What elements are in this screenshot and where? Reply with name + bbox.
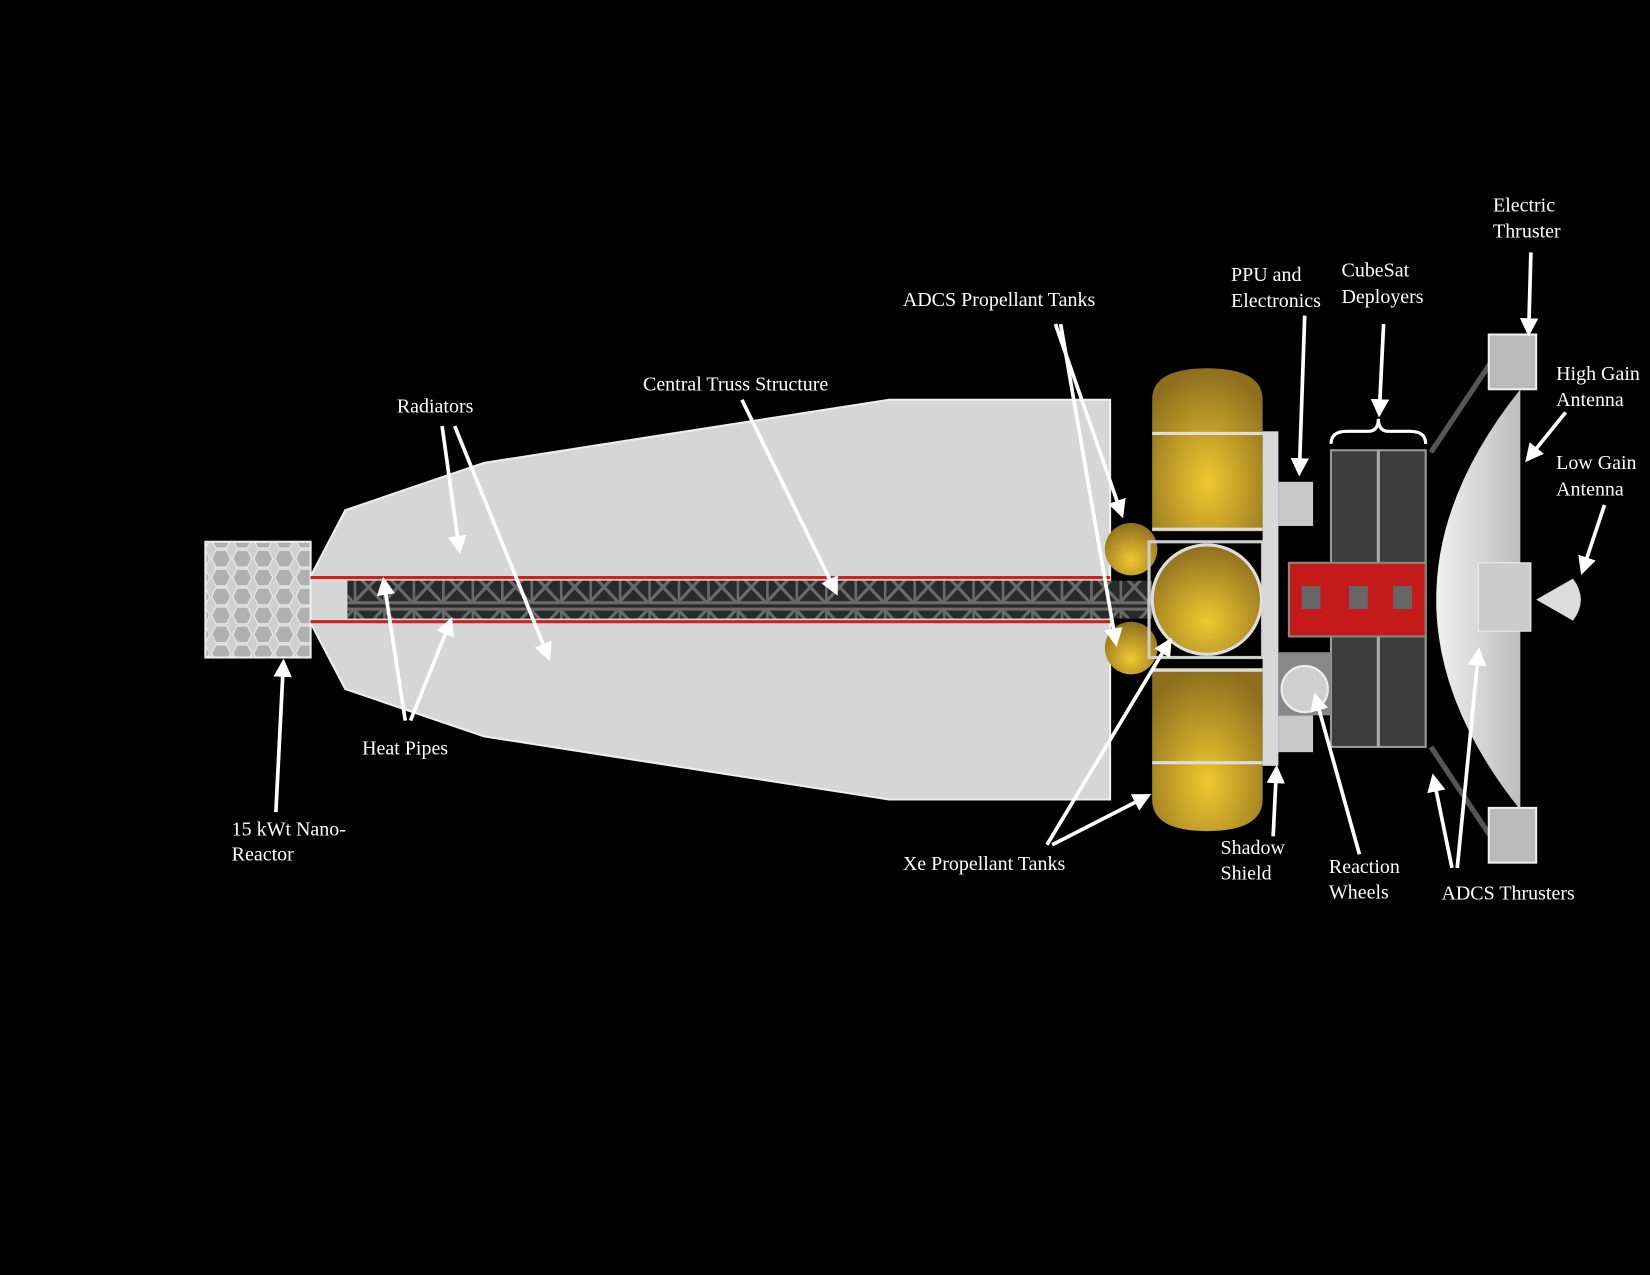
antenna-feed — [1477, 562, 1532, 632]
central-truss — [347, 580, 1153, 619]
label-xe-tanks: Xe Propellant Tanks — [903, 853, 1066, 875]
label-adcs-tanks: ADCS Propellant Tanks — [903, 289, 1096, 311]
label-radiators: Radiators — [397, 395, 474, 417]
callout-arrows — [273, 252, 1607, 869]
label-central-truss: Central Truss Structure — [643, 373, 828, 395]
label-high-gain: High Gain — [1556, 363, 1640, 385]
ppu-box-top — [1278, 481, 1314, 526]
adcs-tank-top — [1104, 522, 1158, 576]
ppu-box-bottom — [1278, 715, 1314, 753]
label-reactor-2: Reactor — [232, 844, 294, 866]
xe-tank-top — [1152, 368, 1263, 532]
label-high-gain-2: Antenna — [1556, 389, 1624, 411]
xe-tank-bottom — [1152, 668, 1263, 832]
label-reaction-wheels-2: Wheels — [1329, 881, 1389, 903]
reaction-wheel — [1278, 652, 1332, 716]
low-gain-antenna — [1536, 578, 1581, 621]
shadow-shield — [1262, 431, 1279, 766]
label-electric-thruster-2: Thruster — [1493, 221, 1561, 243]
label-ppu: PPU and — [1231, 264, 1301, 286]
label-cubesat: CubeSat — [1342, 260, 1410, 282]
label-cubesat-2: Deployers — [1342, 286, 1424, 308]
xe-tank-center — [1147, 540, 1265, 660]
electric-thruster-bottom — [1487, 806, 1538, 864]
electric-thruster-top — [1487, 333, 1538, 391]
label-low-gain: Low Gain — [1556, 452, 1636, 474]
label-reactor: 15 kWt Nano- — [232, 818, 346, 840]
label-shadow-shield-2: Shield — [1221, 862, 1272, 884]
label-heat-pipes: Heat Pipes — [362, 737, 448, 759]
cubesat-deployers — [1287, 449, 1427, 748]
cubesat-brace — [1329, 418, 1428, 445]
label-ppu-2: Electronics — [1231, 290, 1321, 312]
label-low-gain-2: Antenna — [1556, 478, 1624, 500]
label-shadow-shield: Shadow — [1221, 837, 1286, 859]
label-adcs-thrusters: ADCS Thrusters — [1441, 882, 1575, 904]
label-electric-thruster: Electric — [1493, 194, 1555, 216]
label-reaction-wheels: Reaction — [1329, 856, 1400, 878]
